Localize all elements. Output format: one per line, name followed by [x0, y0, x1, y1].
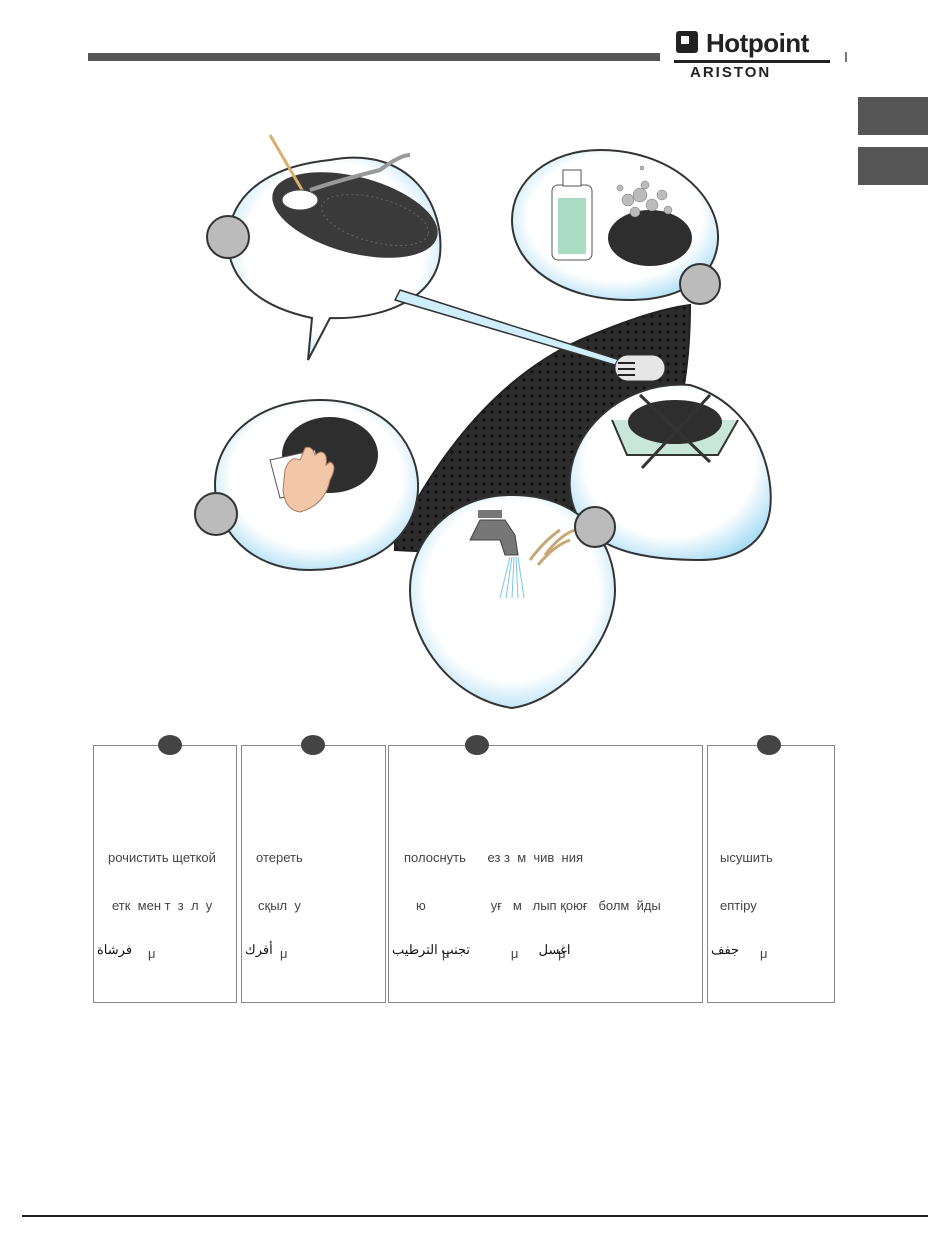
text-line: отереть [256, 850, 303, 865]
step-text-ar: فرشاة [97, 942, 133, 957]
page-mark [845, 52, 847, 62]
step-box-rinse [388, 745, 703, 1003]
step-box-dry [707, 745, 835, 1003]
footer-rule [22, 1215, 928, 1217]
bubble-brush [206, 134, 622, 366]
step-text-ru: ысушить ептіру μ [720, 818, 773, 978]
text-line: полоснуть ез з м чив ния [404, 850, 584, 865]
step-text-ru: полоснуть ез з м чив ния ю уғ м лып қоюғ… [404, 818, 661, 978]
step-text-ar: اغسل تجنب الترطيب [392, 942, 571, 957]
cleaning-illustration [194, 134, 772, 710]
step-text-ru: рочистить щеткой етк мен т з л у μ [108, 818, 216, 978]
text-line: сқыл у [258, 898, 301, 913]
step-marker-d [574, 506, 616, 548]
step-marker-b [679, 263, 721, 305]
text-line: ю уғ м лып қоюғ болм йды [416, 898, 661, 913]
burner-tab [614, 354, 666, 382]
brand-name-bottom: ARISTON [690, 64, 772, 81]
step-marker [465, 735, 489, 755]
bubble-rinse [408, 493, 617, 710]
bubble-wipe [194, 398, 420, 572]
step-marker-a [206, 215, 250, 259]
text-line: μ [280, 946, 288, 961]
step-text-ar: جفف [711, 942, 740, 957]
header-rule [88, 53, 660, 61]
logo-divider [674, 60, 830, 63]
bubble-soak [510, 148, 721, 305]
logo-mark-icon [676, 31, 698, 53]
step-marker [158, 735, 182, 755]
text-line: μ [148, 946, 156, 961]
bubble-dry [568, 383, 772, 562]
step-text-ar: أفرك [245, 942, 273, 957]
language-tab-1 [858, 97, 928, 135]
step-marker [757, 735, 781, 755]
brand-logo: Hotpoint ARISTON [672, 28, 832, 84]
step-marker-c [194, 492, 238, 536]
language-tab-2 [858, 147, 928, 185]
step-box-wipe [241, 745, 386, 1003]
text-line: етк мен т з л у [112, 898, 213, 913]
brand-name-top: Hotpoint [706, 28, 809, 58]
text-line: ептіру [720, 898, 757, 913]
text-line: ысушить [720, 850, 773, 865]
step-marker [301, 735, 325, 755]
text-line: μ [760, 946, 768, 961]
step-box-brush [93, 745, 237, 1003]
step-text-ru: отереть сқыл у μ [256, 818, 303, 978]
text-line: рочистить щеткой [108, 850, 216, 865]
text-line: μ μ μ [442, 946, 566, 961]
